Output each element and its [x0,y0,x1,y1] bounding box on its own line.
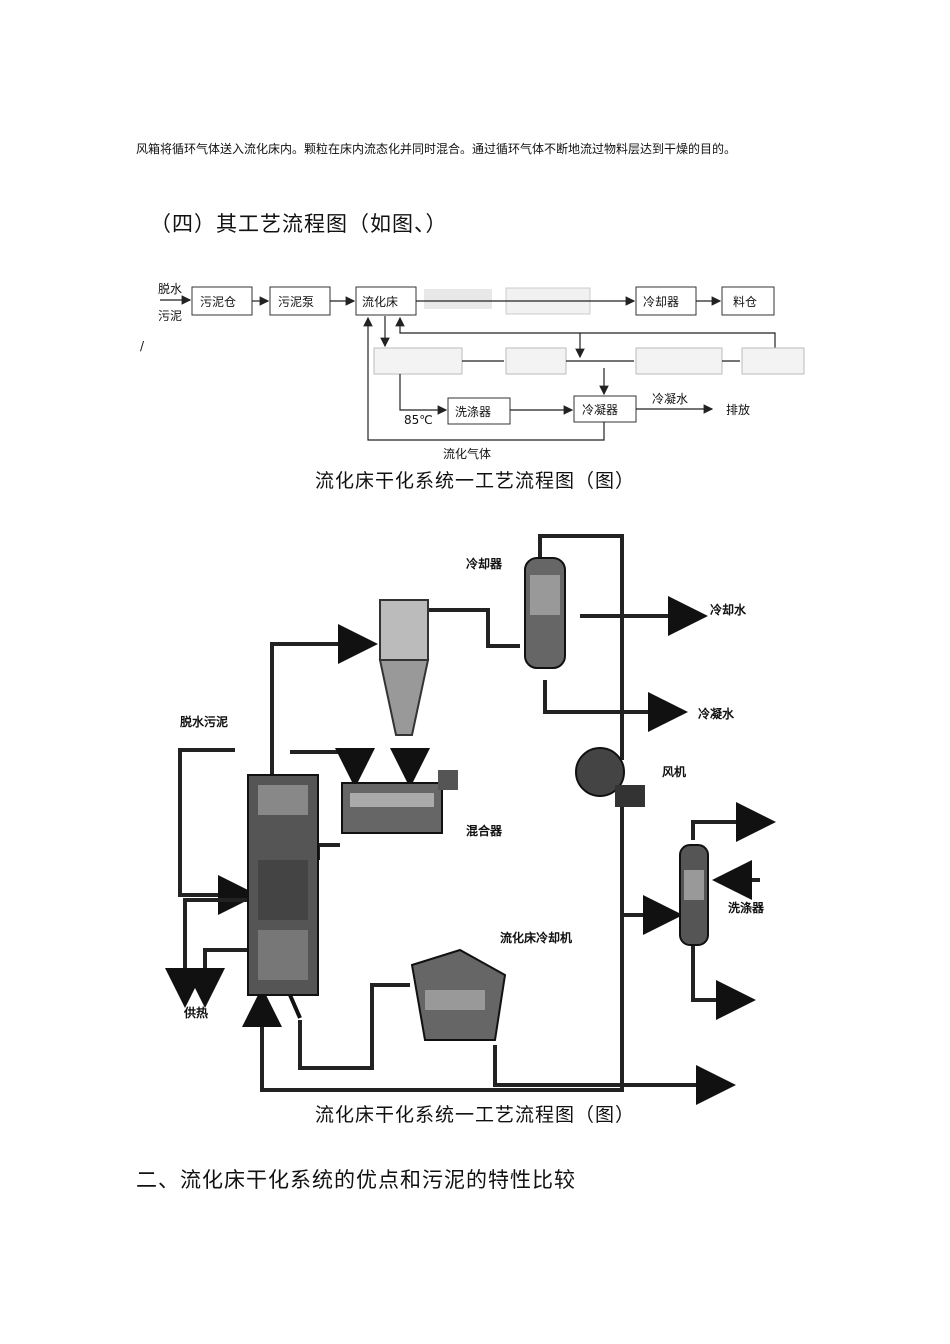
box-condenser-label: 冷凝器 [582,402,618,417]
blurred-box-4 [505,347,567,375]
blurred-box-3 [373,347,463,375]
bed-cooler-icon [410,948,507,1041]
box-sludge-pump-label: 污泥泵 [278,295,314,309]
intro-paragraph: 风箱将循环气体送入流化床内。颗粒在床内流态化并同时混合。通过循环气体不断地流过物… [136,142,737,156]
blurred-box-1 [424,289,492,309]
label-dewatered-sludge: 脱水污泥 [180,714,228,729]
box-scrubber [447,397,511,425]
box-scrubber-label: 洗涤器 [455,405,491,419]
label-mixer: 混合器 [466,823,503,838]
box-fluid-bed [355,286,417,316]
fluid-gas-label: 流化气体 [443,446,491,461]
section-heading: （四）其工艺流程图（如图、） [150,212,448,236]
caption-1: 流化床干化系统一工艺流程图（图） [314,470,635,492]
box-cooler-label: 冷却器 [643,295,679,309]
flow-input-label-1: 脱水 [158,281,182,296]
box-cooler [635,286,697,316]
process-flowchart: 脱水 污泥 污泥仓 污泥泵 流化床 冷却器 料仓 85℃ 洗涤器 冷凝器 冷凝水… [140,281,805,461]
box-sludge-bin-label: 污泥仓 [200,295,236,309]
fluid-bed-dryer-icon [247,774,319,1019]
label-cooling-water: 冷却水 [710,602,747,617]
label-fan: 风机 [662,764,686,779]
box-silo [721,286,775,316]
fan-icon [575,747,645,807]
box-silo-label: 料仓 [733,295,757,309]
discharge-label: 排放 [726,402,750,417]
label-bed-cooler: 流化床冷却机 [500,930,572,945]
caption-2: 流化床干化系统一工艺流程图（图） [314,1104,635,1126]
box-fluid-bed-label: 流化床 [362,295,398,309]
cyclone-icon [378,599,430,736]
condensate-label: 冷凝水 [652,391,688,406]
blurred-box-6 [741,347,805,375]
label-condensate: 冷凝水 [698,706,735,721]
flow-input-label-2: 污泥 [158,309,182,323]
label-cooler: 冷却器 [466,556,503,571]
section-heading-2: 二、流化床干化系统的优点和污泥的特性比较 [136,1168,576,1192]
side-mark: / [140,339,145,353]
box-sludge-pump [269,286,331,316]
scrubber-icon [679,844,709,946]
temp-label: 85℃ [404,413,433,427]
cooler-column-icon [524,557,566,669]
label-scrubber: 洗涤器 [728,900,765,915]
box-condenser [573,395,637,423]
mixer-icon [341,770,458,834]
label-heat-supply: 供热 [183,1005,208,1020]
